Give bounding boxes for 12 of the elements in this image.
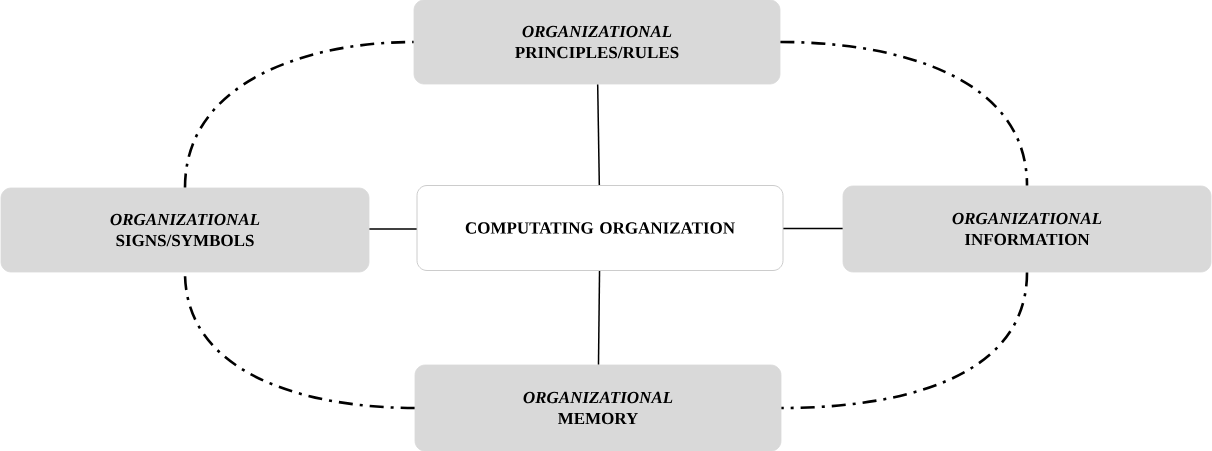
dash-dot-arc (183, 40, 414, 188)
label-box: ORGANIZATIONAL PRINCIPLES/RULES (413, 0, 781, 85)
dash-dot-arc (781, 272, 1029, 410)
connector-line (782, 227, 844, 230)
dash-dot-arc (780, 40, 1029, 186)
connector-line (596, 83, 601, 186)
connector-line (368, 228, 418, 230)
label-box: ORGANIZATIONAL MEMORY (414, 364, 782, 451)
label-box: ORGANIZATIONAL INFORMATION (842, 185, 1212, 273)
label-box: ORGANIZATIONAL SIGNS/SYMBOLS (0, 187, 370, 273)
connector-line (597, 270, 601, 366)
label-box: COMPUTATING ORGANIZATION (416, 185, 784, 271)
